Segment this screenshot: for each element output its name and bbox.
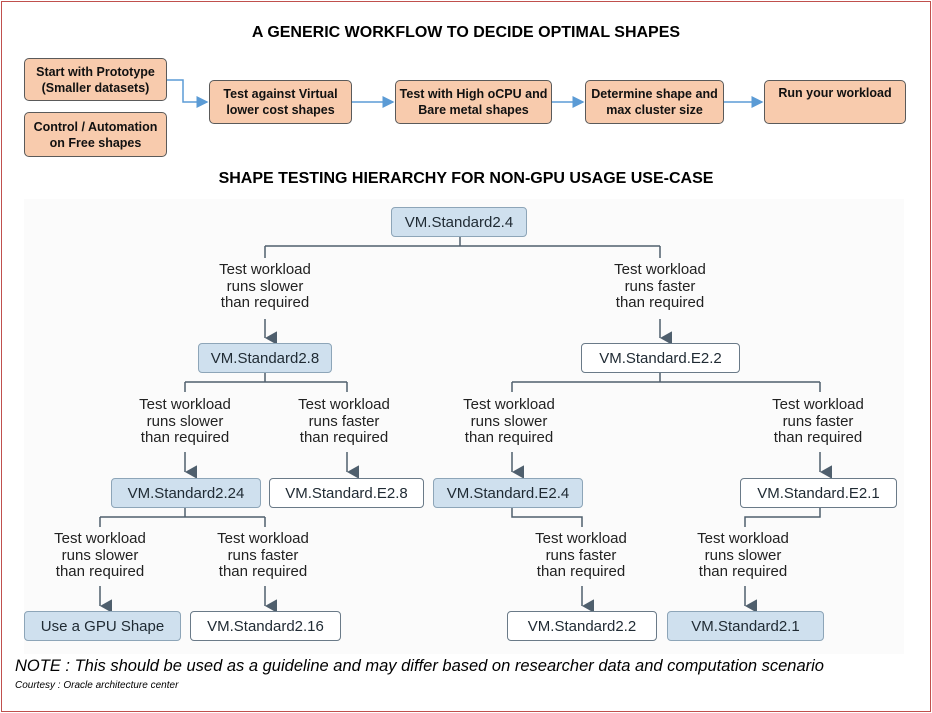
flow-test-virtual: Test against Virtual lower cost shapes	[209, 80, 352, 124]
label-std28-slower: Test workload runs slower than required	[139, 396, 231, 446]
hierarchy-panel	[24, 199, 904, 654]
flow-determine-shape: Determine shape and max cluster size	[585, 80, 724, 124]
label-e21-slower: Test workload runs slower than required	[697, 530, 789, 580]
flow-control-automation: Control / Automation on Free shapes	[24, 112, 167, 157]
label-root-faster: Test workload runs faster than required	[614, 261, 706, 311]
node-vm-standard2-4: VM.Standard2.4	[391, 207, 527, 237]
node-vm-standard-e2-4: VM.Standard.E2.4	[433, 478, 583, 508]
label-std28-faster: Test workload runs faster than required	[298, 396, 390, 446]
label-root-slower: Test workload runs slower than required	[219, 261, 311, 311]
courtesy-text: Courtesy : Oracle architecture center	[15, 680, 179, 691]
workflow-title: A GENERIC WORKFLOW TO DECIDE OPTIMAL SHA…	[251, 24, 681, 41]
node-vm-standard-e2-2: VM.Standard.E2.2	[581, 343, 740, 373]
label-std224-slower: Test workload runs slower than required	[54, 530, 146, 580]
label-e22-slower: Test workload runs slower than required	[463, 396, 555, 446]
hierarchy-title: SHAPE TESTING HIERARCHY FOR NON-GPU USAG…	[218, 170, 714, 187]
flow-start-prototype: Start with Prototype (Smaller datasets)	[24, 58, 167, 101]
node-vm-standard2-1: VM.Standard2.1	[667, 611, 824, 641]
flow-run-workload: Run your workload	[764, 80, 906, 124]
node-vm-standard-e2-8: VM.Standard.E2.8	[269, 478, 424, 508]
label-e24-faster: Test workload runs faster than required	[535, 530, 627, 580]
node-vm-standard2-2: VM.Standard2.2	[507, 611, 657, 641]
node-vm-standard2-24: VM.Standard2.24	[111, 478, 261, 508]
flow-arrow-start	[167, 79, 209, 108]
guideline-note: NOTE : This should be used as a guidelin…	[15, 657, 824, 675]
label-std224-faster: Test workload runs faster than required	[217, 530, 309, 580]
label-e22-faster: Test workload runs faster than required	[772, 396, 864, 446]
node-vm-standard2-8: VM.Standard2.8	[198, 343, 332, 373]
flow-test-high-ocpu: Test with High oCPU and Bare metal shape…	[395, 80, 552, 124]
node-use-gpu-shape: Use a GPU Shape	[24, 611, 181, 641]
node-vm-standard-e2-1: VM.Standard.E2.1	[740, 478, 897, 508]
node-vm-standard2-16: VM.Standard2.16	[190, 611, 341, 641]
